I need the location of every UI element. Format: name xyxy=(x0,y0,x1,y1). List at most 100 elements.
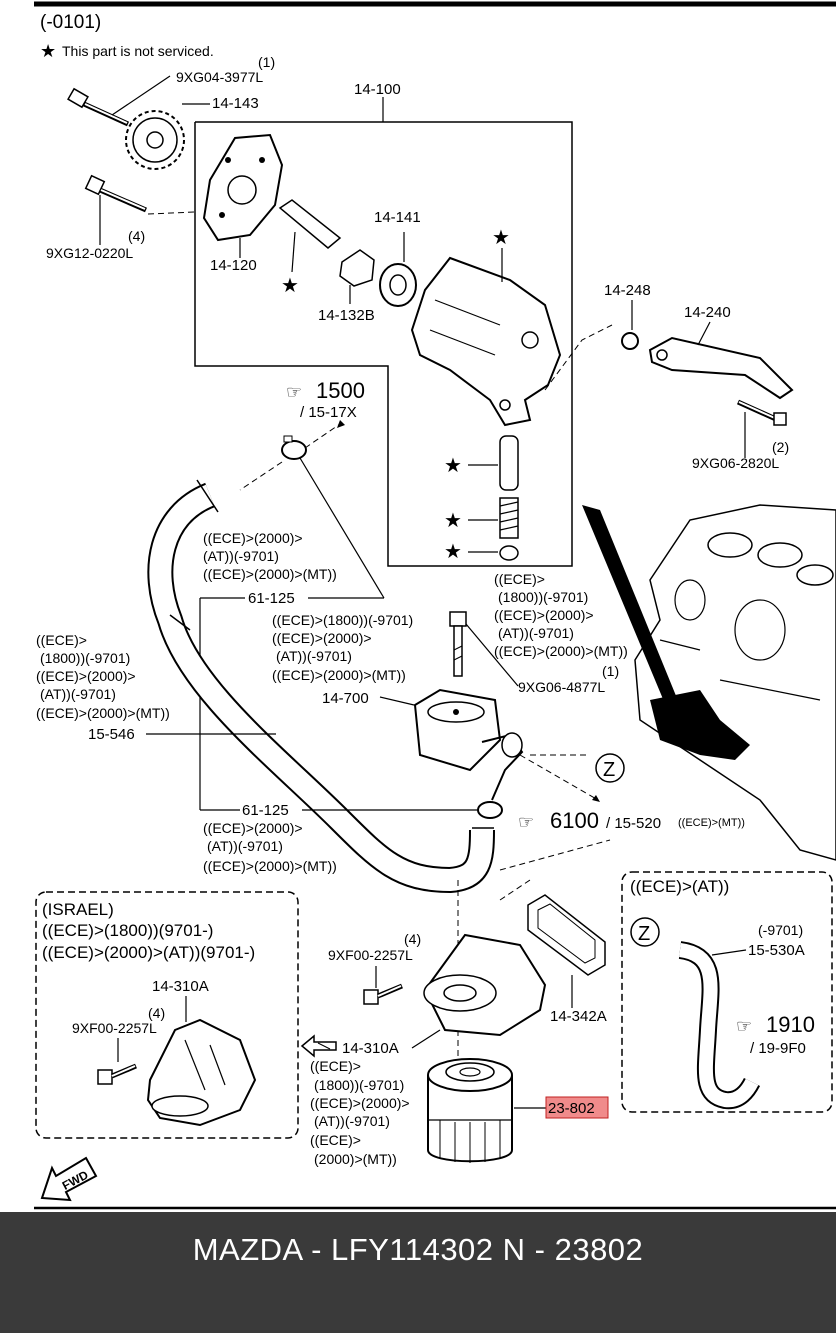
hose-clamp-lower-partno: 61-125 xyxy=(242,802,289,819)
hose-partno: 15-546 xyxy=(88,726,135,743)
cond2-line1: ((ECE)> xyxy=(36,632,87,648)
star-icon: ★ xyxy=(40,41,56,61)
hand-pointer-icon: ☞ xyxy=(286,382,302,402)
ref-1910-sub: / 19-9F0 xyxy=(750,1040,806,1057)
cond4-line2: (1800))(-9701) xyxy=(498,589,588,605)
cond6-line6: (2000)>(MT)) xyxy=(314,1151,397,1167)
plug-icon xyxy=(499,545,519,561)
cond5-line2: (AT))(-9701) xyxy=(207,838,283,854)
filter-body-partno: 14-310A xyxy=(342,1040,399,1057)
bolt-left-partno: 9XG12-0220L xyxy=(46,245,133,261)
israel-line1: (ISRAEL) xyxy=(42,900,114,919)
bolt-left-qty: (4) xyxy=(128,228,145,244)
at-box xyxy=(621,871,833,1113)
cond3-line2: ((ECE)>(2000)> xyxy=(272,630,372,646)
zone-z-label: Z xyxy=(603,759,615,781)
at-box-title: ((ECE)>(AT)) xyxy=(630,877,729,896)
hose-clamp-upper-icon xyxy=(281,435,307,460)
star-icon: ★ xyxy=(444,455,462,477)
oring-icon xyxy=(621,332,639,350)
rotor-inner-icon xyxy=(339,249,375,287)
at-range: (-9701) xyxy=(758,922,803,938)
cond4-line1: ((ECE)> xyxy=(494,571,545,587)
pump-housing-icon xyxy=(410,256,562,427)
star-icon: ★ xyxy=(492,227,510,249)
cond6-line5: ((ECE)> xyxy=(310,1132,361,1148)
cond5-line1: ((ECE)>(2000)> xyxy=(203,820,303,836)
cond1-line3: ((ECE)>(2000)>(MT)) xyxy=(203,566,337,582)
plunger-icon xyxy=(499,435,519,491)
bolt-center-qty: (1) xyxy=(602,663,619,679)
cond1-line2: (AT))(-9701) xyxy=(203,548,279,564)
pointer-arrow-icon xyxy=(582,505,690,735)
bolt-lower-partno: 9XF00-2257L xyxy=(328,947,413,963)
footer-title: MAZDA - LFY114302 N - 23802 xyxy=(192,1232,644,1267)
hand-pointer-icon: ☞ xyxy=(518,812,534,832)
reference-arrow-icon xyxy=(300,1034,337,1058)
bolt-top-icon xyxy=(67,87,130,127)
oil-filter-icon xyxy=(427,1058,513,1163)
not-serviced-note: This part is not serviced. xyxy=(62,43,214,59)
bolt-top-qty: (1) xyxy=(258,54,275,70)
bolt-left-icon xyxy=(84,174,147,213)
bolt-right-qty: (2) xyxy=(772,439,789,455)
pump-assembly-box xyxy=(194,121,573,567)
israel-line3: ((ECE)>(2000)>(AT))(9701-) xyxy=(42,943,255,962)
fwd-arrow-icon xyxy=(40,1156,98,1202)
ref-1500-num: 1500 xyxy=(316,378,365,403)
israel-box xyxy=(35,891,299,1139)
cond6-line3: ((ECE)>(2000)> xyxy=(310,1095,410,1111)
cond3-line3: (AT))(-9701) xyxy=(276,648,352,664)
ref-1500-sub: / 15-17X xyxy=(300,404,357,421)
zone-z-marker xyxy=(595,753,625,783)
israel-bolt-partno: 9XF00-2257L xyxy=(72,1020,157,1036)
filter-highlight xyxy=(545,1096,609,1119)
range-label: (-0101) xyxy=(40,12,101,33)
cooler-partno: 14-700 xyxy=(322,690,369,707)
cond2-line5: ((ECE)>(2000)>(MT)) xyxy=(36,705,170,721)
bolt-lower-qty: (4) xyxy=(404,931,421,947)
gasket-partno: 14-342A xyxy=(550,1008,607,1025)
star-icon: ★ xyxy=(281,275,299,297)
israel-filter-body-icon xyxy=(146,1018,257,1127)
ref-6100-cond: ((ECE)>(MT)) xyxy=(678,817,745,829)
footer-bar: MAZDA - LFY114302 N - 23802 xyxy=(0,1212,836,1333)
cond3-line4: ((ECE)>(2000)>(MT)) xyxy=(272,667,406,683)
oil-cooler-icon xyxy=(413,688,524,801)
israel-bolt-qty: (4) xyxy=(148,1005,165,1021)
cond3-line1: ((ECE)>(1800))(-9701) xyxy=(272,612,413,628)
star-icon: ★ xyxy=(444,541,462,563)
bolt-right-icon xyxy=(736,399,787,426)
cond2-line2: (1800))(-9701) xyxy=(40,650,130,666)
bracket-partno: 14-240 xyxy=(684,304,731,321)
cond6-line1: ((ECE)> xyxy=(310,1058,361,1074)
shaft-icon xyxy=(278,199,342,249)
hand-pointer-icon: ☞ xyxy=(736,1016,752,1036)
bolt-right-partno: 9XG06-2820L xyxy=(692,455,779,471)
spring-icon xyxy=(499,497,519,539)
sprocket-icon xyxy=(125,110,185,170)
cond6-line4: (AT))(-9701) xyxy=(314,1113,390,1129)
pump-assy-partno: 14-100 xyxy=(354,81,401,98)
shaft-partno: 14-132B xyxy=(318,307,375,324)
ref-6100-sub: / 15-520 xyxy=(606,815,661,832)
cond4-line4: (AT))(-9701) xyxy=(498,625,574,641)
cond5-line3: ((ECE)>(2000)>(MT)) xyxy=(203,858,337,874)
rotor-partno: 14-141 xyxy=(374,209,421,226)
bolt-top-partno: 9XG04-3977L xyxy=(176,69,263,85)
israel-line2: ((ECE)>(1800))(9701-) xyxy=(42,921,213,940)
at-zone-label: Z xyxy=(638,923,650,945)
oring-partno: 14-248 xyxy=(604,282,651,299)
cond2-line3: ((ECE)>(2000)> xyxy=(36,668,136,684)
bracket-icon xyxy=(648,336,794,400)
bolt-center-partno: 9XG06-4877L xyxy=(518,679,605,695)
at-hose-partno: 15-530A xyxy=(748,942,805,959)
hose-clamp-upper-partno: 61-125 xyxy=(248,590,295,607)
cond1-line1: ((ECE)>(2000)> xyxy=(203,530,303,546)
filter-partno: 23-802 xyxy=(548,1100,595,1117)
bolt-center-icon xyxy=(449,611,467,677)
star-icon: ★ xyxy=(444,510,462,532)
pump-body-plate-icon xyxy=(202,133,284,242)
israel-bolt-icon xyxy=(97,1063,137,1085)
at-zone-marker xyxy=(630,917,660,947)
